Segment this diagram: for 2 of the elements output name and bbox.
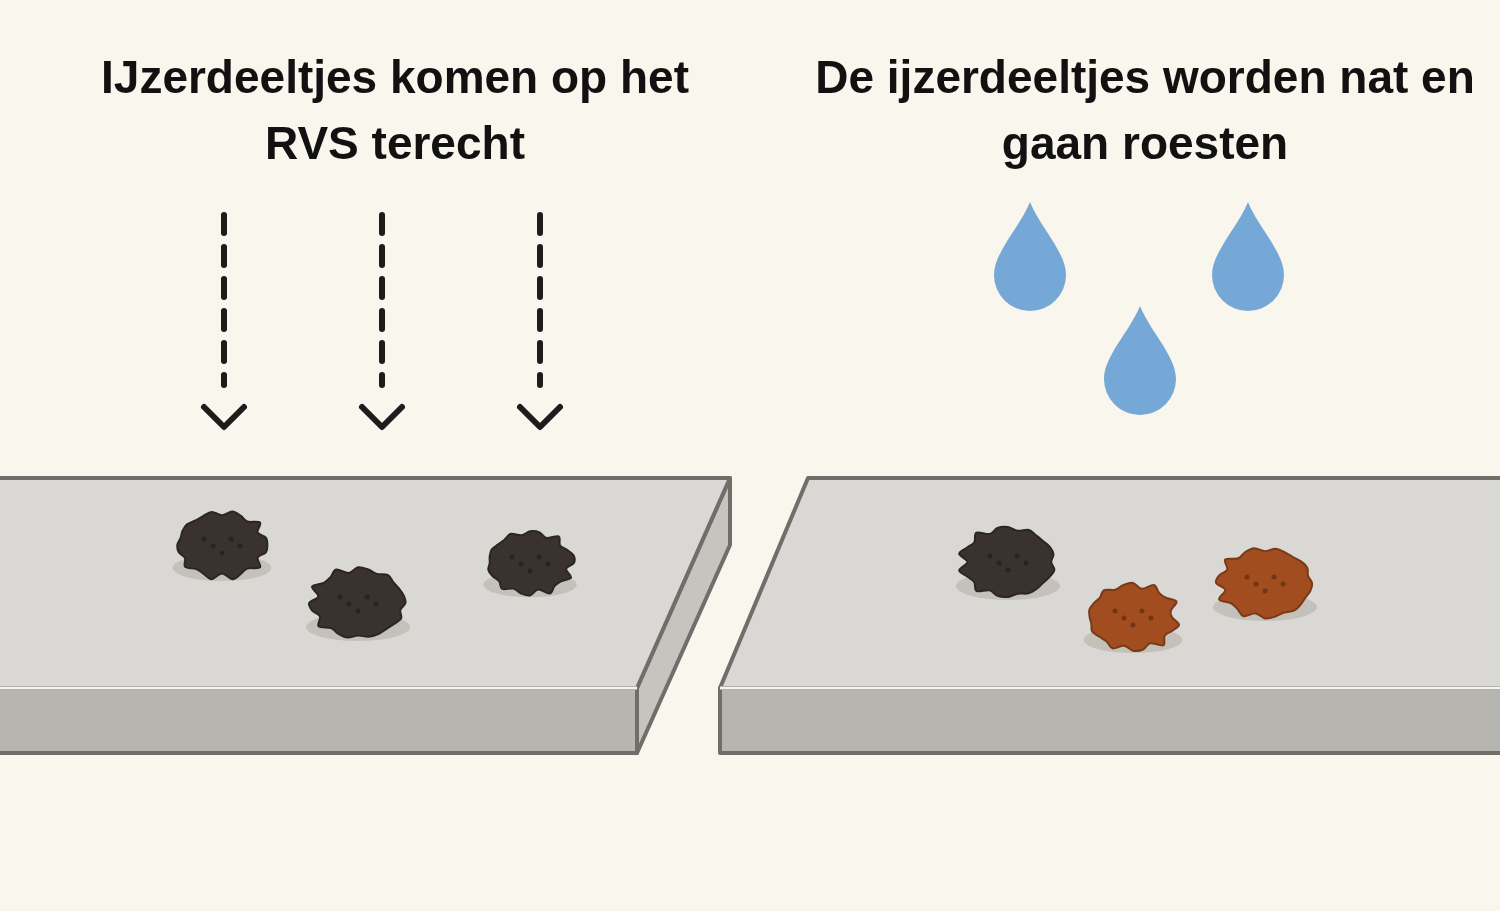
panel-heading: De ijzerdeeltjes worden nat en gaan roesten <box>814 50 1476 171</box>
panel-heading: IJzerdeeltjes komen op het RVS terecht <box>100 50 690 171</box>
